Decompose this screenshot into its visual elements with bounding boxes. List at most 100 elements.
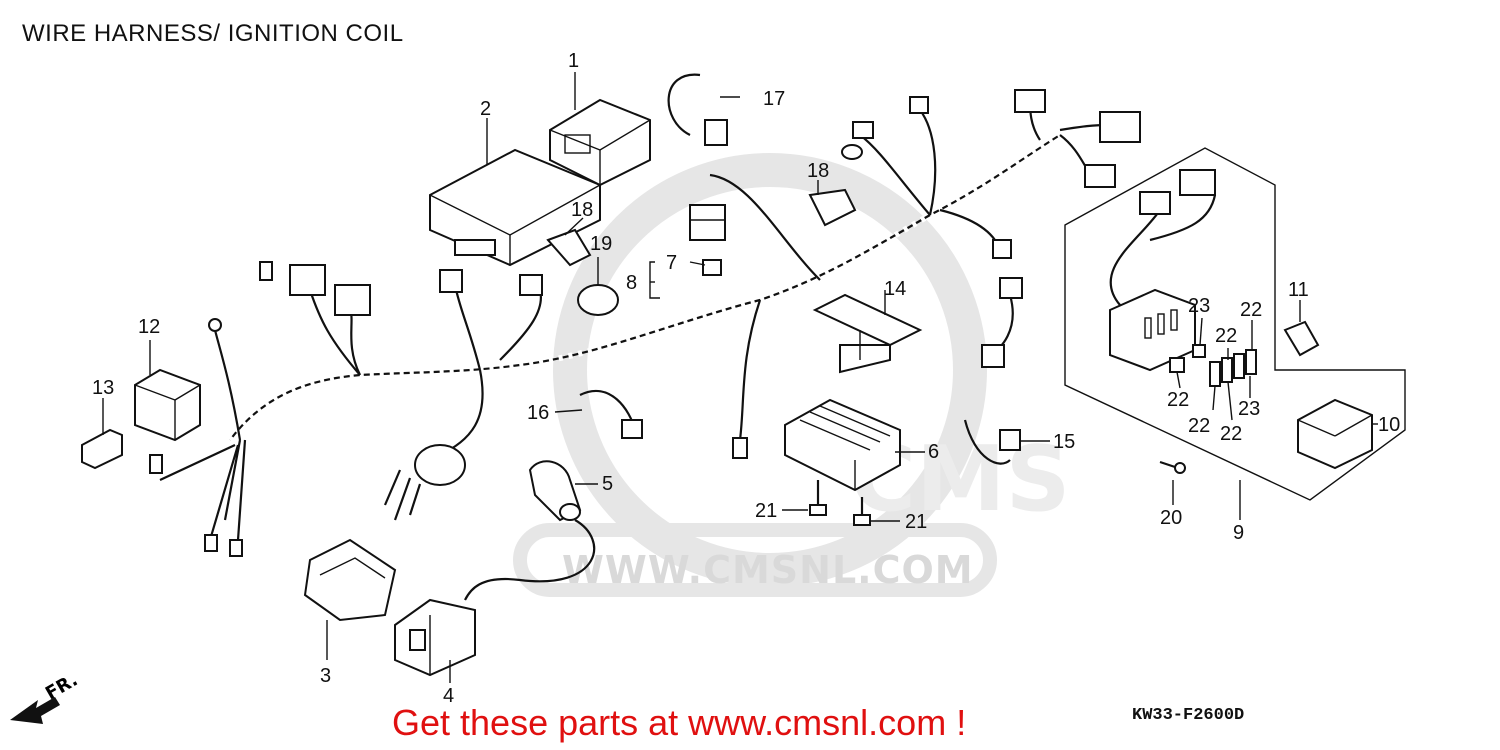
clip-11 (1283, 320, 1320, 357)
callout-4: 4 (443, 685, 454, 707)
callout-23-b: 23 (1238, 398, 1260, 420)
connector-left-a (289, 264, 326, 296)
callout-19: 19 (590, 233, 612, 255)
bullet-terminal-top (841, 144, 863, 160)
callout-11: 11 (1288, 279, 1309, 301)
connector-top-e (1084, 164, 1116, 188)
callout-3: 3 (320, 665, 331, 687)
connector-side (992, 239, 1012, 259)
front-direction-label: FR. (42, 669, 81, 704)
spark-plug-cap (528, 460, 582, 522)
harness-branch-a (453, 284, 482, 371)
connector-top-c (1014, 89, 1046, 113)
connector-left-c (439, 269, 463, 293)
fuse-box-lead-a (1109, 209, 1161, 306)
harness-branch-leads (159, 439, 247, 541)
part-3-cover (303, 538, 397, 622)
connector-top-b (909, 96, 929, 114)
harness-branch-coil (439, 369, 484, 456)
harness-branch-side (939, 208, 1002, 251)
callout-22-e: 22 (1220, 423, 1242, 445)
callout-8: 8 (626, 272, 637, 294)
harness-branch-bullet (738, 299, 762, 441)
callout-18-left: 18 (571, 199, 593, 221)
callout-13: 13 (92, 377, 114, 399)
harness-branch-plug (709, 173, 821, 281)
fuse-23-upper (1192, 344, 1206, 358)
callout-2: 2 (480, 98, 491, 120)
callout-22-a: 22 (1240, 299, 1262, 321)
regulator-rectifier (784, 398, 901, 492)
assembly-9-outline (1064, 147, 1406, 501)
callout-7: 7 (666, 252, 677, 274)
callout-23-a: 23 (1188, 295, 1210, 317)
callouts: 1 2 3 4 5 6 7 8 9 10 11 12 13 14 15 16 1… (92, 50, 1400, 707)
cta-banner[interactable]: Get these parts at www.cmsnl.com ! (392, 702, 967, 743)
bolt-21-lower (853, 497, 871, 526)
fuse-23-lower (1245, 349, 1257, 375)
watermark-ring (553, 153, 987, 587)
watermark-banner (513, 523, 997, 597)
relay-12 (134, 368, 201, 442)
fuse-22-a (1209, 361, 1221, 387)
callout-9: 9 (1233, 522, 1244, 544)
fuse-22-small (1169, 357, 1185, 373)
harness-band-16 (579, 389, 643, 439)
bullet-terminal-a (259, 261, 273, 281)
harness-branch-top-b (859, 134, 931, 216)
diagram-code: KW33-F2600D (1132, 706, 1245, 725)
harness-branch-c (308, 289, 361, 376)
multi-plug (689, 204, 726, 241)
harness-trunk (227, 132, 1062, 442)
fuse-box-connector-a (1139, 191, 1171, 215)
connector-regulator-top (999, 277, 1023, 299)
callout-16: 16 (527, 402, 549, 424)
clip-18-right (808, 188, 857, 227)
callout-10: 10 (1378, 414, 1400, 436)
callout-18-right: 18 (807, 160, 829, 182)
fuse-box-connector-b (1179, 169, 1216, 196)
bullet-terminal-c (732, 437, 748, 459)
connector-left-b (334, 284, 371, 316)
callout-22-c: 22 (1167, 389, 1189, 411)
connector-top-d (1099, 111, 1141, 143)
bracket-14 (812, 293, 923, 374)
harness-branch-top-a (919, 109, 937, 216)
callout-12: 12 (138, 316, 160, 338)
harness-branch-ring (213, 329, 242, 441)
bullet-terminal-b (149, 454, 163, 474)
callout-22-b: 22 (1215, 325, 1237, 347)
ignition-coil (394, 519, 596, 677)
harness-band-17 (667, 73, 728, 146)
harness-branch-b (499, 289, 543, 361)
screw-20 (1159, 460, 1186, 474)
front-direction-arrow: FR. (10, 669, 81, 724)
fuse-13 (81, 428, 123, 470)
diagram-title: WIRE HARNESS/ IGNITION COIL (22, 20, 404, 47)
bolt-21-upper (809, 480, 827, 516)
callout-22-d: 22 (1188, 415, 1210, 437)
main-coupler (383, 444, 466, 521)
connector-top-a (852, 121, 874, 139)
fuse-box-lead-b (1149, 194, 1217, 242)
callout-15: 15 (1053, 431, 1075, 453)
callout-14: 14 (884, 278, 906, 300)
regulator-connector (981, 344, 1005, 368)
spade-terminal-b (229, 539, 243, 557)
callout-20: 20 (1160, 507, 1182, 529)
fuse-22-b (1221, 357, 1233, 383)
connector-left-d (519, 274, 543, 296)
watermark-url: WWW.CMSNL.COM (562, 548, 974, 592)
coupler-cover (549, 98, 651, 187)
callout-21-lower: 21 (905, 511, 927, 533)
fuse-cover-10 (1297, 398, 1373, 470)
clip-7 (702, 259, 722, 276)
clip-19 (577, 284, 619, 316)
callout-21-upper: 21 (755, 500, 777, 522)
part-15-lead (963, 419, 1021, 465)
spade-terminal-a (204, 534, 218, 552)
ring-terminal (208, 318, 222, 332)
